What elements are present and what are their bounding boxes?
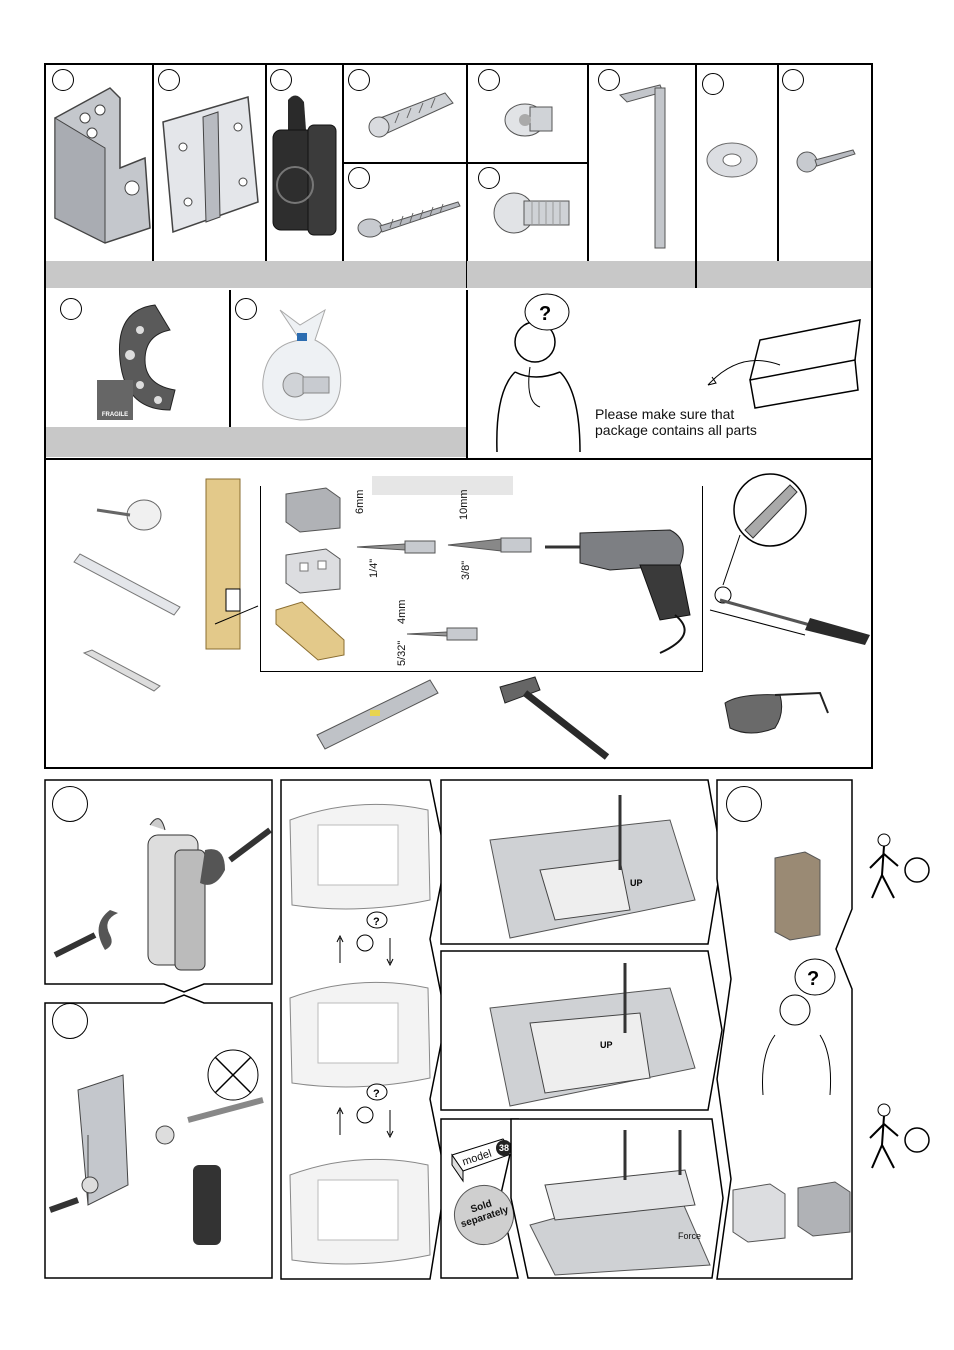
drill-bit-4mm [405, 622, 480, 647]
tv-plate-mount-drawing-1: UP [470, 790, 700, 940]
bit-6mm-label: 6mm [352, 490, 368, 514]
part-marker [235, 298, 257, 320]
grey-band [46, 261, 466, 288]
open-box-illustration [700, 300, 865, 410]
lock-assembly-drawing [50, 795, 270, 980]
brick-block [282, 484, 344, 534]
grey-band [697, 261, 871, 288]
divider [695, 65, 697, 289]
bit-10mm-label: 10mm [456, 489, 472, 520]
bit-5-32-label: 5/32" [394, 641, 410, 666]
divider [265, 65, 267, 261]
up-label-2: UP [600, 1040, 613, 1050]
hammer-tool [495, 675, 615, 765]
divider [587, 65, 589, 261]
ruler-tool [72, 552, 182, 617]
cinder-block [282, 545, 344, 595]
brick-wall-illustration [730, 1180, 855, 1245]
walking-person-icon [862, 830, 932, 905]
pencil-tool [82, 648, 162, 693]
adapter-mount-drawing [525, 1125, 715, 1275]
wood-block [272, 600, 347, 660]
divider [777, 65, 779, 261]
force-label: Force [678, 1228, 701, 1244]
part-marker [60, 298, 82, 320]
confused-figure-2: ? [335, 1080, 395, 1150]
checklist-line-1: Please make sure that [595, 406, 734, 422]
divider [466, 290, 468, 458]
short-bolt-part [500, 92, 560, 142]
tv-back-3 [288, 1145, 433, 1275]
svg-text:?: ? [373, 916, 380, 928]
lock-part [268, 90, 340, 240]
step-marker [726, 786, 762, 822]
fragile-label: FRAGILE [97, 412, 133, 418]
drill-bit-10mm [446, 533, 536, 558]
spirit-level-tool [315, 675, 440, 755]
drill-bit-6mm [355, 535, 440, 560]
wall-bracket-part [50, 78, 150, 248]
bit-3-8-label: 3/8" [458, 561, 474, 580]
divider [152, 65, 154, 261]
small-screw-part [795, 140, 860, 180]
screwdriver-tool [705, 470, 875, 650]
part-marker [158, 69, 180, 91]
power-drill-tool [540, 525, 700, 655]
tv-back-1 [288, 790, 433, 920]
bit-1-4-label: 1/4" [366, 559, 382, 578]
checklist-line-2: package contains all parts [595, 422, 757, 438]
part-marker [478, 69, 500, 91]
long-bolt-part [492, 185, 582, 240]
wood-wall-illustration [770, 850, 825, 940]
allen-key-part [615, 80, 675, 255]
safety-glasses-tool [720, 683, 830, 748]
drill-heading-bar [372, 476, 513, 495]
grey-band [46, 427, 466, 457]
grey-band [467, 261, 695, 288]
tape-measure-tool [92, 495, 167, 535]
svg-text:?: ? [373, 1088, 380, 1100]
wood-screw-part [350, 190, 465, 250]
thinking-man-2: ? [755, 955, 845, 1100]
tv-back-2 [288, 968, 433, 1098]
divider [466, 65, 468, 289]
walking-person-icon-2 [862, 1100, 932, 1175]
wall-anchor-part [365, 85, 460, 145]
divider [229, 290, 231, 427]
bracket-assembly-drawing [48, 1035, 268, 1255]
tv-plate-part [158, 92, 263, 242]
svg-text:?: ? [539, 303, 551, 325]
tv-plate-mount-drawing-2: UP [470, 958, 700, 1108]
bolt-bag-part [255, 305, 350, 425]
svg-text:?: ? [807, 968, 819, 990]
stud-wall-illustration [200, 474, 260, 649]
part-marker [270, 69, 292, 91]
step-marker [52, 1003, 88, 1039]
fragile-icon: FRAGILE [97, 380, 133, 420]
divider [342, 162, 587, 164]
part-marker [348, 167, 370, 189]
washer-part [705, 140, 760, 180]
part-marker [702, 73, 724, 95]
part-marker [782, 69, 804, 91]
up-label: UP [630, 878, 643, 888]
bit-4mm-label: 4mm [394, 600, 410, 624]
thinking-man-illustration: ? [485, 292, 595, 457]
